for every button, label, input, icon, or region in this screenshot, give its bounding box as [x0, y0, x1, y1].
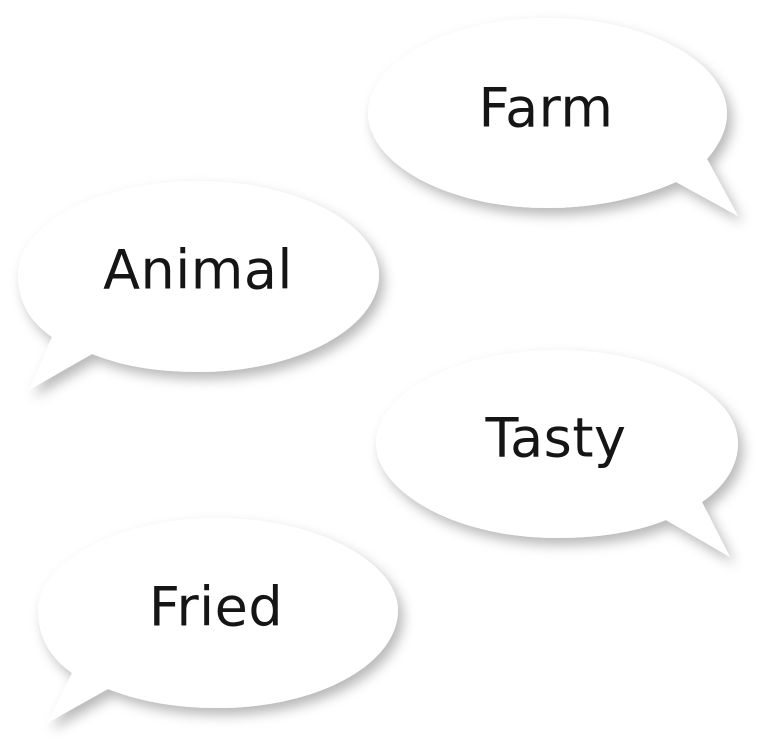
speech-bubble-shape [18, 181, 379, 390]
speech-bubble-shape [38, 518, 398, 723]
speech-bubble-shape [368, 18, 738, 216]
speech-bubble-tasty: Tasty [376, 350, 738, 557]
speech-bubble-label: Animal [103, 239, 293, 302]
speech-bubble-fried: Fried [38, 518, 398, 723]
speech-bubble-label: Fried [149, 576, 283, 639]
speech-bubble-farm: Farm [368, 18, 738, 216]
speech-bubble-animal: Animal [18, 181, 379, 390]
speech-bubble-shape [376, 350, 738, 557]
speech-bubble-label: Farm [478, 77, 613, 140]
speech-bubble-label: Tasty [485, 407, 627, 470]
